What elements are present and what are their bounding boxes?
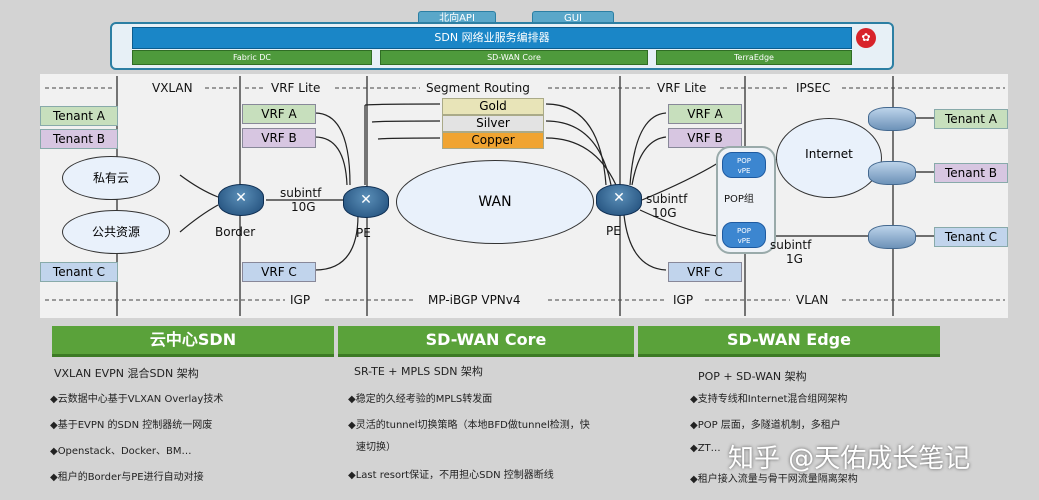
right-vrf-a: VRF A [668, 104, 742, 124]
section-1-bullet-3: ◆Openstack、Docker、BM… [50, 446, 192, 457]
section-3-bullet-2: ◆POP 层面，多隧道机制，多租户 [690, 420, 841, 431]
left-tenant-c: Tenant C [40, 262, 118, 282]
vrf-lite-left-label: VRF Lite [271, 81, 321, 95]
pop-vpe-1: POP vPE [722, 152, 766, 178]
vrf-lite-right-label: VRF Lite [657, 81, 707, 95]
section-3-bullet-1: ◆支持专线和Internet混合组网架构 [690, 394, 848, 405]
terraedge-label: TerraEdge [656, 50, 852, 65]
section-2-bullet-2-cont: 速切换） [356, 442, 396, 453]
left-vrf-a: VRF A [242, 104, 316, 124]
section-2-subtitle: SR-TE + MPLS SDN 架构 [354, 365, 483, 378]
section-1-bullet-4: ◆租户的Border与PE进行自动对接 [50, 472, 204, 483]
gold-tier: Gold [442, 98, 544, 115]
right-tenant-b: Tenant B [934, 163, 1008, 183]
watermark: 知乎 @天佑成长笔记 [728, 444, 971, 474]
segment-routing-label: Segment Routing [426, 81, 530, 95]
right-tenant-c: Tenant C [934, 227, 1008, 247]
section-3-bullet-4: ◆租户接入流量与骨干网流量隔离架构 [690, 474, 858, 485]
igp-right-label: IGP [673, 293, 694, 307]
mp-ibgp-label: MP-iBGP VPNv4 [428, 293, 521, 307]
left-tenant-a: Tenant A [40, 106, 118, 126]
right-subintf2-speed: 1G [786, 252, 803, 266]
left-vrf-c: VRF C [242, 262, 316, 282]
section-2-bullet-3: ◆Last resort保证，不用担心SDN 控制器断线 [348, 470, 554, 481]
wan-cloud: WAN [396, 160, 594, 244]
ipsec-label: IPSEC [796, 81, 831, 95]
vxlan-label: VXLAN [152, 81, 193, 95]
section-2-bullet-2: ◆灵活的tunnel切换策略（本地BFD做tunnel检测，快 [348, 420, 590, 431]
right-pe-router-icon [596, 184, 642, 216]
right-subintf-label: subintf [646, 192, 688, 206]
section-2-bullet-1: ◆稳定的久经考验的MPLS转发面 [348, 394, 493, 405]
right-tenant-a: Tenant A [934, 109, 1008, 129]
cpe-b-icon [868, 161, 916, 185]
section-cloud-sdn-title: 云中心SDN [52, 326, 334, 357]
right-pe-label: PE [606, 224, 621, 238]
cpe-c-icon [868, 225, 916, 249]
border-router-icon [218, 184, 264, 216]
copper-tier: Copper [442, 132, 544, 149]
brand-logo-icon: ✿ [856, 28, 876, 48]
section-3-bullet-3: ◆ZT… [690, 443, 721, 454]
silver-tier: Silver [442, 115, 544, 132]
left-subintf-speed: 10G [291, 200, 316, 214]
section-sdwan-edge-title: SD-WAN Edge [638, 326, 940, 357]
right-vrf-c: VRF C [668, 262, 742, 282]
left-pe-router-icon [343, 186, 389, 218]
right-subintf-speed: 10G [652, 206, 677, 220]
internet-cloud: Internet [776, 118, 882, 198]
igp-left-label: IGP [290, 293, 311, 307]
border-label: Border [215, 225, 256, 239]
right-subintf2-label: subintf [770, 238, 812, 252]
left-subintf-label: subintf [280, 186, 322, 200]
cpe-a-icon [868, 107, 916, 131]
fabric-dc-label: Fabric DC [132, 50, 372, 65]
right-vrf-b: VRF B [668, 128, 742, 148]
left-tenant-b: Tenant B [40, 129, 118, 149]
section-sdwan-core-title: SD-WAN Core [338, 326, 634, 357]
private-cloud: 私有云 [62, 156, 160, 200]
public-resource-cloud: 公共资源 [62, 210, 170, 254]
left-vrf-b: VRF B [242, 128, 316, 148]
section-1-bullet-1: ◆云数据中心基于VLXAN Overlay技术 [50, 394, 224, 405]
section-1-bullet-2: ◆基于EVPN 的SDN 控制器统一网废 [50, 420, 213, 431]
sdwan-core-label: SD-WAN Core [380, 50, 648, 65]
orchestrator-title: SDN 网络业服务编排器 [132, 27, 852, 49]
vlan-label: VLAN [796, 293, 829, 307]
left-pe-label: PE [356, 226, 371, 240]
section-3-subtitle: POP + SD-WAN 架构 [698, 370, 807, 383]
pop-vpe-2: POP vPE [722, 222, 766, 248]
pop-group-label: POP组 [724, 194, 754, 205]
section-1-subtitle: VXLAN EVPN 混合SDN 架构 [54, 367, 199, 380]
